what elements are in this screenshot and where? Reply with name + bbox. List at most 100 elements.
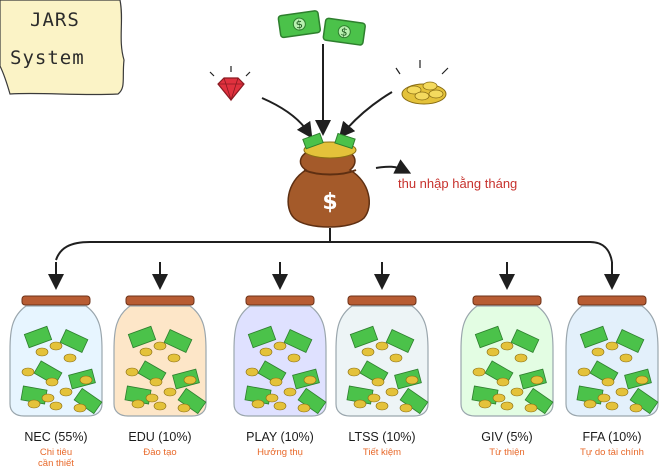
coin-icon [500,341,514,351]
coin-icon [45,377,59,387]
title-line-1: JARS [30,9,80,31]
money-bag-icon: $ [287,132,370,228]
banknote-icon [23,325,53,349]
coin-icon [153,341,167,351]
coin-icon [500,401,514,411]
arrow-bag-to-income-label [375,159,412,174]
jar-code-label: NEC (55%) [24,430,88,444]
coin-icon [375,401,389,411]
banknote-icon [510,329,540,353]
coin-icon [273,341,287,351]
coin-icon [605,401,619,411]
coin-icon [259,347,273,357]
jar-code-label: EDU (10%) [128,430,192,444]
jar-code-label: FFA (10%) [582,430,642,444]
coin-icon [265,393,279,403]
jar-name-label: Từ thiện [489,447,525,458]
coin-icon [583,399,597,409]
jar-code-label: GIV (5%) [481,430,533,444]
jar-lid [577,295,647,306]
coin-icon [577,367,591,377]
distribution-bus [55,241,613,263]
jar-lid [125,295,195,306]
coin-icon [597,393,611,403]
coin-icon [183,375,197,385]
coin-icon [629,403,643,413]
coin-icon [371,377,385,387]
banknote-icon [283,329,313,353]
coin-icon [27,399,41,409]
dollar-banknote-icon: $ [277,10,322,39]
jar-lid [21,295,91,306]
banknote-icon [163,329,193,353]
jar-3 [233,262,327,417]
banknote-icon [349,325,379,349]
jar-code-label: LTSS (10%) [348,430,416,444]
coin-icon [35,347,49,357]
banknote-icon [247,325,277,349]
coin-icon [524,403,538,413]
coin-icon [177,403,191,413]
coin-icon [496,377,510,387]
coin-icon [353,399,367,409]
coin-icon [601,377,615,387]
coin-icon [385,387,399,397]
jar-name-label: Tiết kiệm [362,447,402,458]
coin-icon [145,393,159,403]
coin-icon [510,387,524,397]
jar-lid [245,295,315,306]
jars-layer [9,262,659,417]
coin-icon [303,375,317,385]
coin-icon [49,341,63,351]
jar-1 [9,262,103,417]
banknote-icon [385,329,415,353]
coin-icon [591,347,605,357]
jar-lid [347,295,417,306]
coin-icon [49,401,63,411]
coin-icon [399,403,413,413]
banknote-icon [579,325,609,349]
coin-icon [73,403,87,413]
jar-name-label: Hưởng thụ [257,447,303,458]
coin-icon [375,341,389,351]
coin-icon [492,393,506,403]
coin-icon [605,341,619,351]
svg-text:$: $ [340,25,349,39]
svg-text:$: $ [295,18,304,32]
title-card-shape [0,0,125,96]
coin-icon [167,353,181,363]
jar-lid [472,295,542,306]
coin-icon [530,375,544,385]
banknote-icon [474,325,504,349]
coin-icon [615,387,629,397]
arrow-gem-to-bag [261,97,313,139]
coin-icon [478,399,492,409]
arrow-coins-to-bag [338,91,393,139]
coin-icon [269,377,283,387]
title-card [0,0,125,96]
coin-icon [245,367,259,377]
coin-icon [297,403,311,413]
coin-icon [405,375,419,385]
coin-icon [619,353,633,363]
jar-name-label: Tự do tài chính [580,447,644,458]
banknote-icon [615,329,645,353]
coin-icon [79,375,93,385]
banknote-icon [127,325,157,349]
title-line-2: System [10,47,85,69]
coin-icon [59,387,73,397]
coin-icon [139,347,153,357]
coin-icon [163,387,177,397]
coin-icon [21,367,35,377]
coin-icon [283,387,297,397]
gold-coin-pile-icon [395,60,449,105]
ruby-gem-icon [209,66,251,102]
coin-icon [63,353,77,363]
coin-icon [287,353,301,363]
jar-6 [565,262,659,417]
jar-code-label: PLAY (10%) [246,430,314,444]
coin-icon [486,347,500,357]
